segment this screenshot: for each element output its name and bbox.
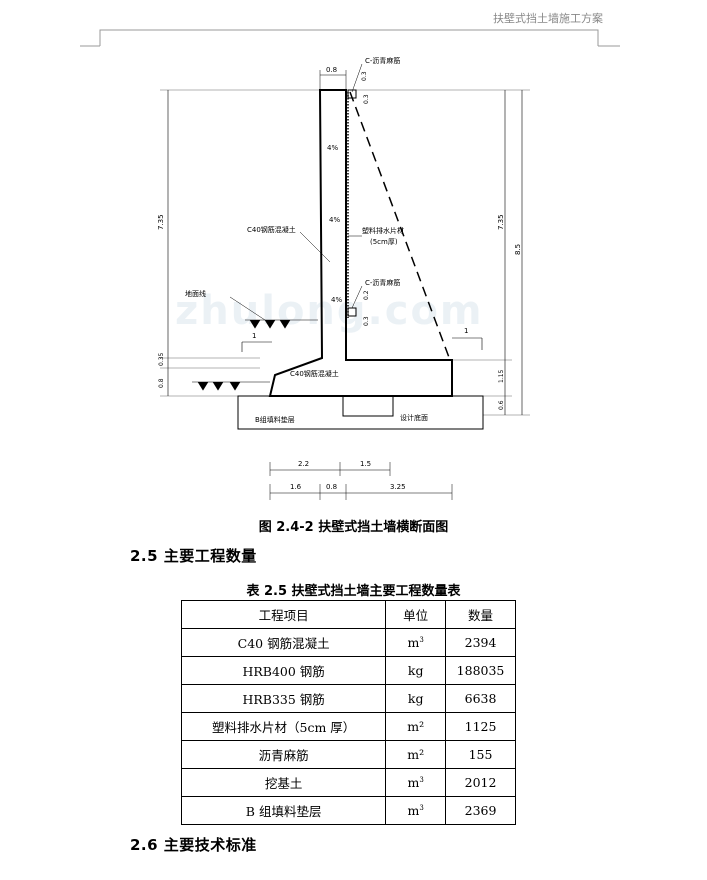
shear-key (342, 395, 394, 417)
header-unit: 单位 (385, 600, 447, 629)
dim-03-b: 0.3 (363, 94, 370, 104)
cell-qty: 2394 (445, 628, 516, 657)
table-row: 塑料排水片材（5cm 厚） m² 1125 (180, 712, 516, 741)
retaining-wall-drawing: 0.8 C-沥青麻筋 0.3 0.3 4% 4% 4% C40钢筋混凝土 塑料排… (157, 56, 530, 500)
cell-item: 挖基土 (180, 768, 387, 797)
label-subgrade: B组填料垫层 (255, 415, 295, 424)
slope-label-3: 4% (331, 296, 342, 304)
header-item: 工程项目 (180, 600, 387, 629)
table-row: 沥青麻筋 m² 155 (180, 740, 516, 769)
cell-unit: kg (385, 656, 447, 685)
label-drain-board: 塑料排水片材 (362, 226, 404, 235)
table-row: B 组填料垫层 m3 2369 (180, 796, 516, 825)
label-subgrade-2: 设计底面 (400, 413, 428, 422)
dim-02: 0.2 (363, 290, 370, 300)
dim-bottom-16: 1.6 (290, 483, 302, 491)
dim-bottom-08: 0.8 (326, 483, 337, 491)
cell-item: HRB400 钢筋 (180, 656, 387, 685)
cell-qty: 155 (445, 740, 516, 769)
table-row: C40 钢筋混凝土 m3 2394 (180, 628, 516, 657)
label-ground-line: 地面线 (185, 289, 206, 298)
page-header-title: 扶壁式挡土墙施工方案 (493, 12, 603, 25)
label-wall-material: C40钢筋混凝土 (247, 225, 296, 234)
watermark: zhulong.com (175, 288, 484, 334)
dim-bottom-22: 2.2 (298, 460, 309, 468)
dim-right-735: 7.35 (497, 214, 505, 230)
cell-qty: 6638 (445, 684, 516, 713)
slope-label-2: 4% (329, 216, 340, 224)
cell-qty: 2012 (445, 768, 516, 797)
cell-unit: m3 (385, 796, 447, 825)
cell-qty: 2369 (445, 796, 516, 825)
cell-item: 塑料排水片材（5cm 厚） (180, 712, 387, 741)
cell-unit: m3 (385, 768, 447, 797)
label-base-material: C40钢筋混凝土 (290, 369, 339, 378)
dim-left-08: 0.8 (158, 378, 165, 388)
dim-right-115: 1.15 (498, 369, 505, 383)
slope-label-1: 4% (327, 144, 338, 152)
cell-unit: m² (385, 712, 447, 741)
table-header-row: 工程项目 单位 数量 (180, 600, 516, 629)
dim-03-a: 0.3 (361, 71, 368, 81)
slope-ratio-right: 1 (464, 327, 468, 335)
dim-right-85: 8.5 (514, 244, 522, 255)
dim-03-c: 0.3 (363, 316, 370, 326)
table-row: HRB335 钢筋 kg 6638 (180, 684, 516, 713)
label-coping-mid: C-沥青麻筋 (365, 278, 400, 287)
table-row: HRB400 钢筋 kg 188035 (180, 656, 516, 685)
cell-unit: m² (385, 740, 447, 769)
cell-qty: 1125 (445, 712, 516, 741)
cell-item: 沥青麻筋 (180, 740, 387, 769)
cell-item: C40 钢筋混凝土 (180, 628, 387, 657)
cell-unit: kg (385, 684, 447, 713)
cell-qty: 188035 (445, 656, 516, 685)
cell-item: B 组填料垫层 (180, 796, 387, 825)
cell-item: HRB335 钢筋 (180, 684, 387, 713)
section-heading-2-5: 2.5 主要工程数量 (130, 547, 257, 565)
table-row: 挖基土 m3 2012 (180, 768, 516, 797)
label-drain-thickness: (5cm厚) (370, 238, 398, 246)
dim-bottom-15: 1.5 (360, 460, 371, 468)
dim-left-035: 0.35 (158, 352, 165, 366)
header-rule (80, 29, 620, 47)
label-coping-top: C-沥青麻筋 (365, 56, 400, 65)
dim-right-06: 0.6 (498, 400, 505, 410)
cell-unit: m3 (385, 628, 447, 657)
quantity-table: 工程项目 单位 数量 C40 钢筋混凝土 m3 2394 HRB400 钢筋 k… (180, 600, 516, 825)
dim-left-735: 7.35 (157, 214, 165, 230)
dim-top-width: 0.8 (326, 66, 337, 74)
slope-ratio-left: 1 (252, 332, 256, 340)
figure-caption: 图 2.4-2 扶壁式挡土墙横断面图 (258, 520, 449, 535)
dim-bottom-325: 3.25 (390, 483, 406, 491)
wall-outline (268, 89, 453, 397)
section-heading-2-6: 2.6 主要技术标准 (130, 836, 257, 854)
header-qty: 数量 (445, 600, 516, 629)
base-pad (237, 395, 484, 430)
table-caption: 表 2.5 扶壁式挡土墙主要工程数量表 (246, 584, 461, 599)
